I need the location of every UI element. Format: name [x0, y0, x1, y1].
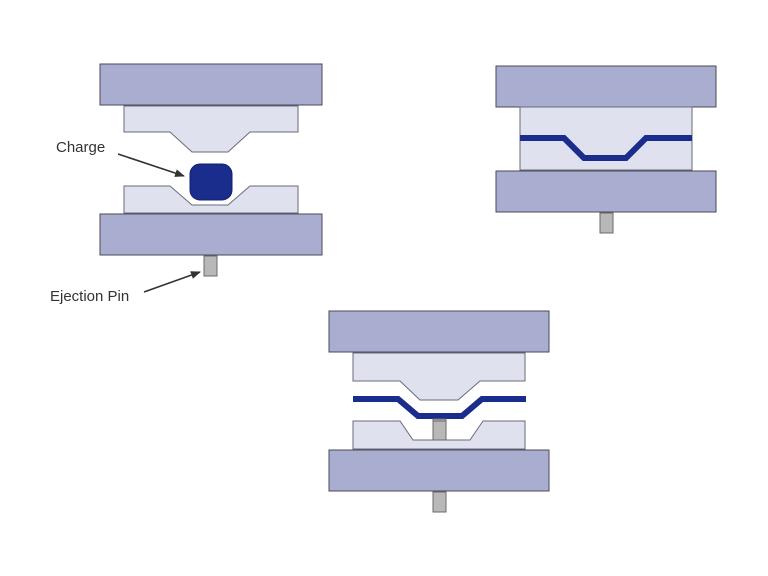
lower-platen	[99, 213, 323, 256]
molded-part	[353, 396, 526, 419]
charge-arrow	[117, 153, 185, 177]
ejection-pin-shaft	[432, 420, 447, 441]
stage-ejection	[328, 310, 550, 513]
lower-platen	[328, 449, 550, 492]
ejection-pin	[599, 212, 614, 234]
molded-part	[520, 135, 692, 161]
charge	[189, 163, 233, 201]
ejection-pin-label: Ejection Pin	[50, 288, 129, 305]
ejection-pin	[432, 491, 447, 513]
stage-open-mold	[99, 63, 323, 277]
upper-die	[123, 105, 299, 153]
ejection-pin	[203, 255, 218, 277]
lower-platen	[495, 170, 717, 213]
upper-platen	[328, 310, 550, 353]
upper-platen	[99, 63, 323, 106]
upper-platen	[495, 65, 717, 108]
ejection-pin-arrow	[143, 271, 201, 293]
charge-label: Charge	[56, 139, 105, 156]
stage-closed-mold	[495, 65, 717, 234]
lower-die	[352, 420, 526, 450]
lower-die	[123, 185, 299, 214]
upper-die	[352, 352, 526, 401]
